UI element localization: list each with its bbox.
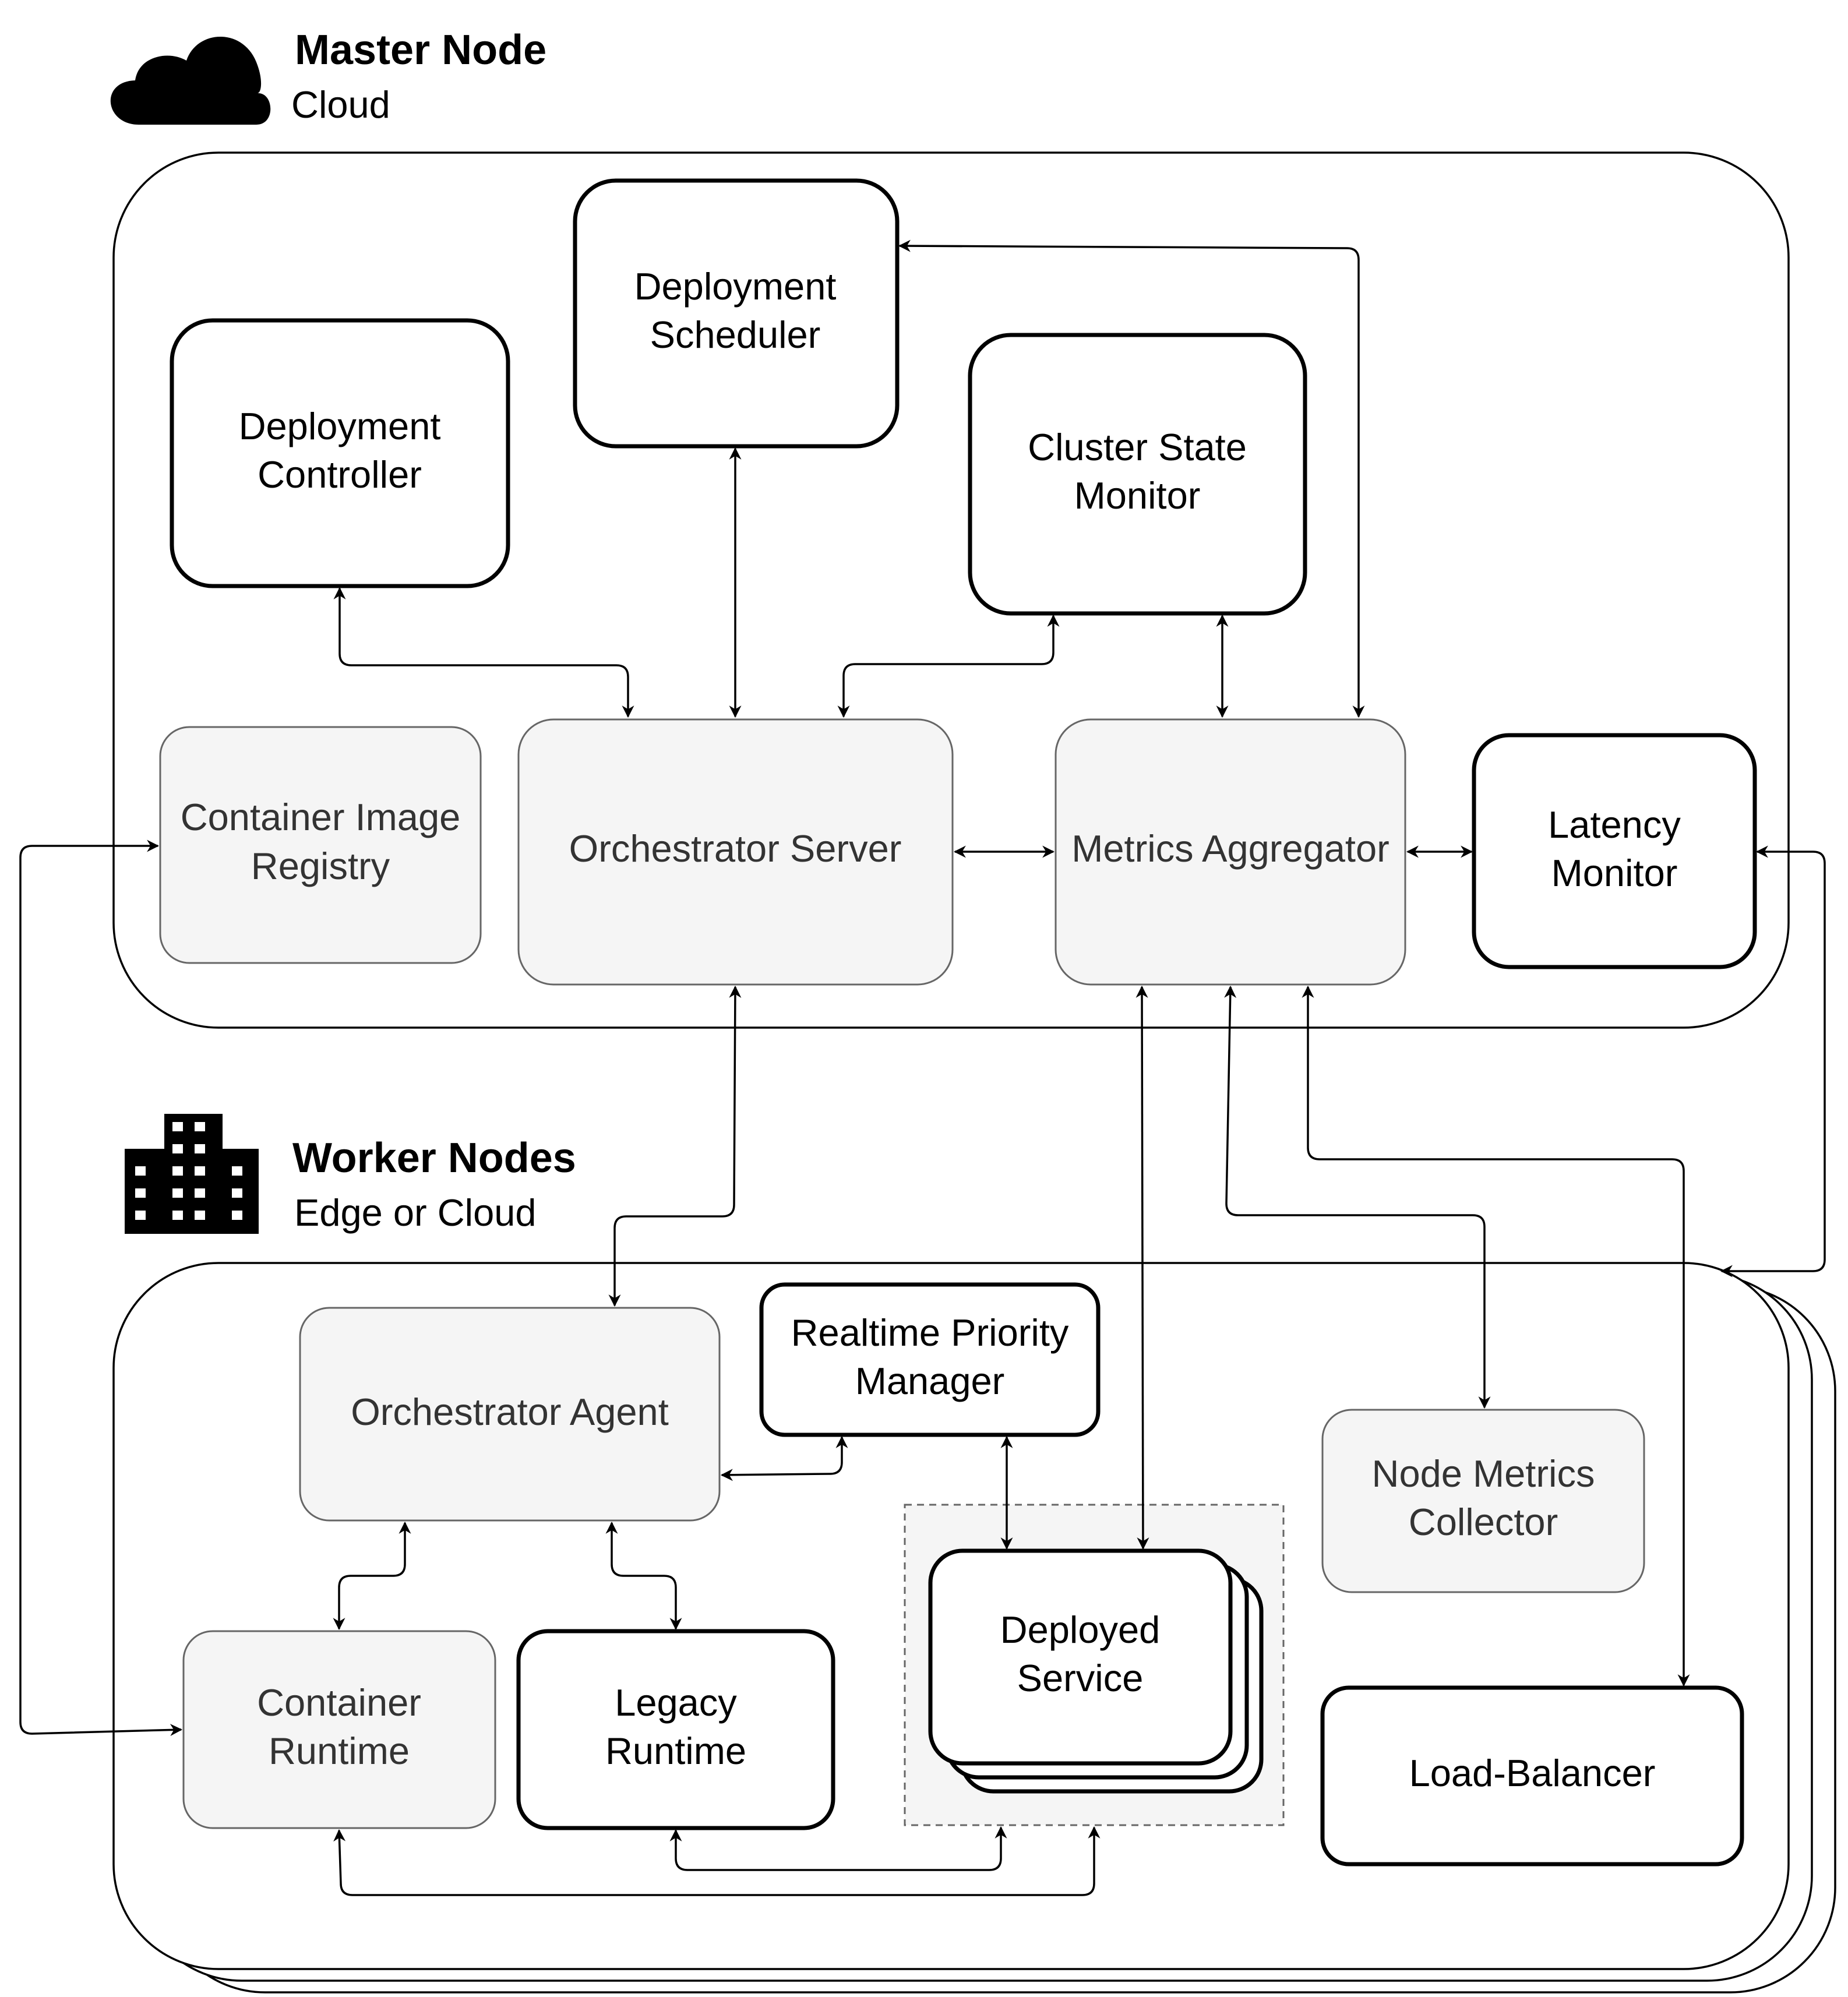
svg-text:Monitor: Monitor [1074,474,1201,517]
load-balancer-node[interactable]: Load-Balancer [1320,1685,1744,1867]
container-runtime-node[interactable]: Container Runtime [182,1630,496,1829]
edge-image-registry-container-runtime [19,839,183,1737]
edge-agent-legacy-runtime [605,1521,682,1631]
deployment-scheduler-node[interactable]: Deployment Scheduler [573,178,900,449]
svg-text:Load-Balancer: Load-Balancer [1409,1752,1656,1794]
legacy-runtime-node[interactable]: Legacy Runtime [516,1629,835,1830]
svg-text:Node Metrics: Node Metrics [1372,1452,1595,1495]
orchestrator-server-node[interactable]: Orchestrator Server [517,718,954,986]
edge-scheduler-metrics-aggregator [898,239,1365,718]
metrics-aggregator-node[interactable]: Metrics Aggregator [1055,718,1406,986]
svg-text:Orchestrator Server: Orchestrator Server [569,827,902,870]
svg-text:Scheduler: Scheduler [650,313,821,356]
edge-latency-monitor-worker-nodes [1720,845,1826,1278]
master-node-subtitle: Cloud [291,83,390,126]
edge-agent-priority-manager [720,1435,848,1481]
edge-metrics-aggregator-load-balancer [1302,985,1690,1687]
edge-metrics-aggregator-deployed-service [1135,985,1149,1550]
deployment-controller-node[interactable]: Deployment Controller [170,318,510,588]
svg-text:Metrics Aggregator: Metrics Aggregator [1071,827,1389,870]
svg-text:Container Image: Container Image [181,796,461,838]
worker-nodes-subtitle: Edge or Cloud [294,1191,537,1234]
cloud-icon [110,36,271,125]
edge-legacy-runtime-deployed-service [669,1826,1007,1871]
edge-controller-orchestrator-server [333,587,634,718]
svg-text:Realtime Priority: Realtime Priority [791,1311,1069,1354]
svg-text:Cluster State: Cluster State [1028,426,1247,468]
svg-text:Runtime: Runtime [269,1730,410,1772]
svg-text:Deployment: Deployment [634,265,837,308]
svg-text:Manager: Manager [855,1360,1005,1402]
svg-text:Legacy: Legacy [615,1681,737,1724]
container-image-registry-node[interactable]: Container Image Registry [159,726,482,964]
edge-container-runtime-deployed-service [333,1826,1101,1896]
realtime-priority-manager-node[interactable]: Realtime Priority Manager [759,1282,1101,1437]
edge-agent-container-runtime [333,1521,411,1631]
edges [19,239,1826,1896]
worker-nodes-title: Worker Nodes [292,1135,576,1181]
cluster-state-monitor-node[interactable]: Cluster State Monitor [968,333,1307,616]
node-metrics-collector-node[interactable]: Node Metrics Collector [1321,1409,1645,1593]
svg-text:Runtime: Runtime [605,1730,746,1772]
svg-text:Service: Service [1017,1657,1144,1699]
orchestrator-agent-node[interactable]: Orchestrator Agent [299,1307,721,1522]
svg-text:Deployed: Deployed [1000,1608,1161,1651]
master-node-title: Master Node [295,27,546,73]
building-icon [125,1114,259,1234]
edge-orchestrator-server-agent [608,985,742,1307]
svg-text:Collector: Collector [1409,1501,1558,1543]
svg-text:Monitor: Monitor [1551,852,1678,894]
deployed-service-node[interactable]: Deployed Service [928,1548,1264,1794]
svg-text:Controller: Controller [258,453,422,496]
svg-text:Deployment: Deployment [239,405,441,447]
svg-text:Container: Container [257,1681,421,1724]
svg-text:Latency: Latency [1548,803,1681,846]
svg-text:Registry: Registry [251,845,390,887]
svg-text:Orchestrator Agent: Orchestrator Agent [351,1391,669,1433]
latency-monitor-node[interactable]: Latency Monitor [1472,733,1757,969]
